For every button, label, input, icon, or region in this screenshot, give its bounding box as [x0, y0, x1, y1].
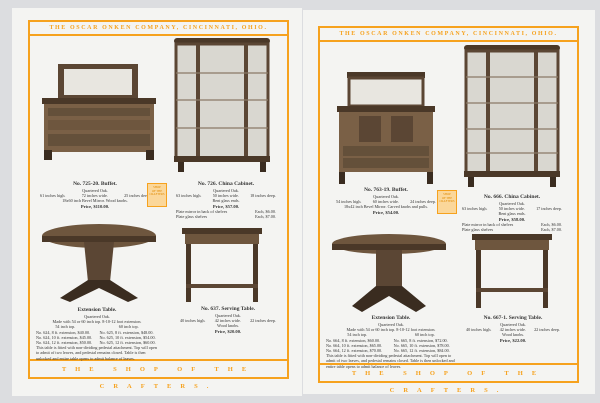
extension-table-image	[42, 224, 156, 302]
serving-table-caption: No. 637. Serving Table. Quartered Oak. 4…	[180, 306, 276, 334]
page-header: THE OSCAR ONKEN COMPANY, CINCINNATI, OHI…	[30, 22, 287, 36]
extension-table-caption: Extension Table. Quartered Oak. Made wit…	[326, 315, 455, 369]
china-cabinet-image	[464, 45, 560, 187]
page-footer: THE SHOP OF THE CRAFTERS.	[30, 359, 287, 390]
extension-table-image	[332, 234, 446, 312]
right-frame: THE OSCAR ONKEN COMPANY, CINCINNATI, OHI…	[318, 26, 579, 394]
page-header: THE OSCAR ONKEN COMPANY, CINCINNATI, OHI…	[320, 28, 577, 42]
serving-table-image	[472, 234, 552, 308]
extension-table-caption: Extension Table. Quartered Oak. Made wit…	[36, 307, 157, 361]
china-cabinet-image	[174, 38, 270, 172]
buffet-image	[337, 72, 435, 184]
china-cabinet-caption: No. 726. China Cabinet. Quartered Oak. 6…	[176, 181, 276, 220]
left-frame: THE OSCAR ONKEN COMPANY, CINCINNATI, OHI…	[28, 20, 289, 390]
buffet-caption: No. 763-19. Buffet. Quartered Oak. 54 in…	[336, 187, 436, 215]
buffet-image	[42, 64, 156, 160]
china-cabinet-caption: No. 666. China Cabinet. Quartered Oak. 6…	[462, 194, 562, 233]
serving-table-caption: No. 667-1. Serving Table. Quartered Oak.…	[466, 315, 560, 343]
buffet-caption: No. 725-20. Buffet. Quartered Oak. 61 in…	[40, 181, 150, 209]
page-footer: THE SHOP OF THE CRAFTERS.	[320, 363, 577, 394]
serving-table-image	[182, 228, 262, 302]
